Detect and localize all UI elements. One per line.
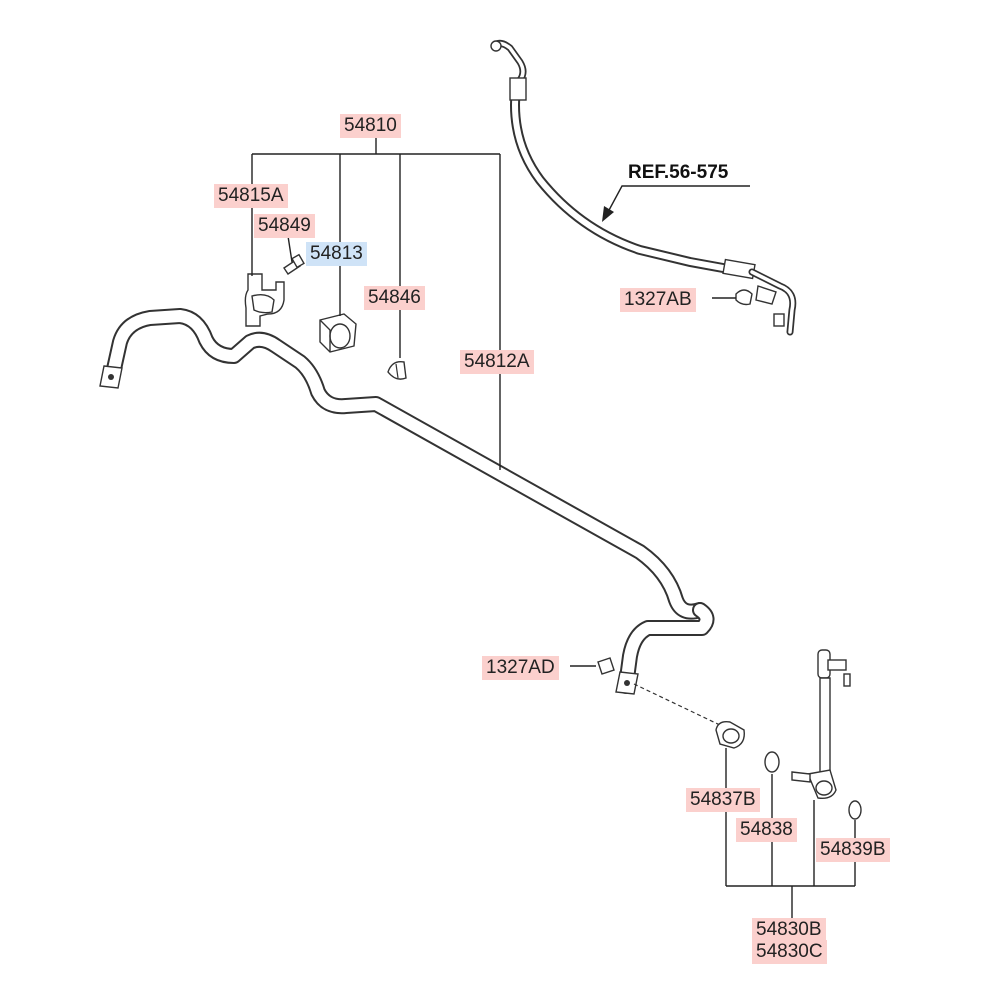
part-label-54837B[interactable]: 54837B — [686, 788, 760, 812]
leader-54810 — [251, 138, 501, 470]
part-label-54846[interactable]: 54846 — [364, 286, 425, 310]
part-label-54830B[interactable]: 54830B — [752, 918, 826, 942]
leader-54830 — [725, 748, 856, 918]
part-label-54838[interactable]: 54838 — [736, 818, 797, 842]
assembly-line — [633, 683, 723, 727]
part-label-54813[interactable]: 54813 — [306, 242, 367, 266]
nut-1327AD — [570, 657, 615, 675]
part-label-54810[interactable]: 54810 — [340, 114, 401, 138]
part-label-54815A[interactable]: 54815A — [214, 184, 288, 208]
ref-label[interactable]: REF.56-575 — [628, 162, 729, 183]
part-label-1327AD[interactable]: 1327AD — [482, 656, 559, 680]
part-label-54812A[interactable]: 54812A — [460, 350, 534, 374]
part-label-54839B[interactable]: 54839B — [816, 838, 890, 862]
brake-hose — [490, 39, 797, 336]
stabilizer-bar — [99, 308, 715, 695]
part-label-1327AB[interactable]: 1327AB — [620, 288, 696, 312]
bolt-part — [283, 253, 305, 275]
bracket-part — [244, 273, 285, 327]
part-label-54849[interactable]: 54849 — [254, 214, 315, 238]
bushing-part — [319, 313, 357, 353]
link-assembly — [715, 649, 862, 820]
part-label-54830C[interactable]: 54830C — [752, 940, 827, 964]
ref-arrow — [602, 185, 750, 222]
clip-part — [387, 361, 407, 380]
